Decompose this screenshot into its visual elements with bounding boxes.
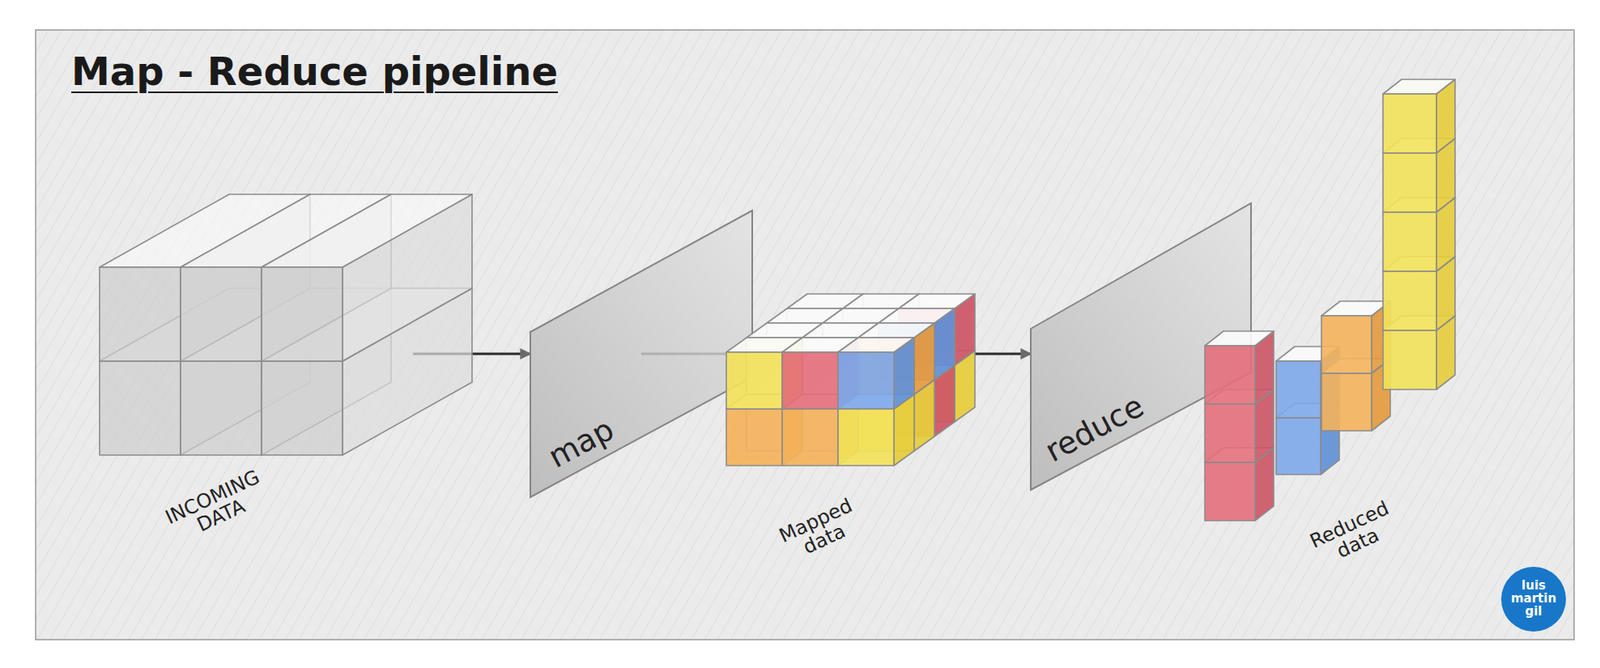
reduced-data-stacks: Reduced data [1204,76,1458,521]
cube-front-face [726,352,783,409]
cube-front-face [1321,373,1372,431]
cube-top-face [858,323,935,338]
label-holder: luis martin gil [1510,579,1557,618]
cube-front-face [99,267,181,362]
cube-front-face [1276,417,1321,475]
cube-front-face [1276,361,1321,418]
mapped-data-cube: Mapped data [726,293,975,467]
label-holder: INCOMING DATA [162,467,273,547]
cube-front-face [180,267,262,362]
cube-front-face [1321,315,1372,374]
cube-front-face [99,361,181,456]
node-shape [1204,76,1458,521]
cube-front-face [1382,93,1437,154]
diagram-title: Map - Reduce pipeline [71,48,558,94]
cube-top-face [261,194,473,268]
logo-text: luis martin gil [1510,579,1557,618]
label-holder: Mapped data [776,495,864,566]
node-label: Mapped data [776,495,864,566]
map-panel: map [530,210,753,498]
cube-top-face [1321,301,1391,316]
cube-front-face [1382,330,1437,390]
cube-front-face [1382,212,1437,272]
cube-front-face [838,408,894,466]
cube-front-face [782,408,839,466]
cube-top-face [1382,79,1456,94]
incoming-data-cube: INCOMING DATA [99,194,413,456]
cube-front-face [1382,271,1437,331]
cube-top-face [878,308,955,324]
node-shape [99,194,413,456]
cube-front-face [1204,404,1256,463]
frame [35,29,1575,640]
cube-front-face [1382,153,1437,213]
cube-top-face [898,293,975,309]
cube-top-face [838,337,915,353]
cube-front-face [261,267,343,362]
logo-circle: luis martin gil [1501,566,1566,632]
cube-front-face [782,352,839,409]
cube-front-face [261,361,343,456]
cube-front-face [726,408,783,466]
node-shape [726,293,975,467]
node-label: Reduced data [1306,497,1401,571]
cube-front-face [838,352,894,409]
cube-front-face [1204,345,1256,405]
cube-front-face [180,361,262,456]
node-label: INCOMING DATA [162,467,273,547]
label-holder: Reduced data [1306,497,1401,571]
cube-top-face [1204,331,1274,346]
cube-front-face [1204,462,1256,521]
flow-arrow [974,353,1031,356]
panel-shape [530,210,753,498]
